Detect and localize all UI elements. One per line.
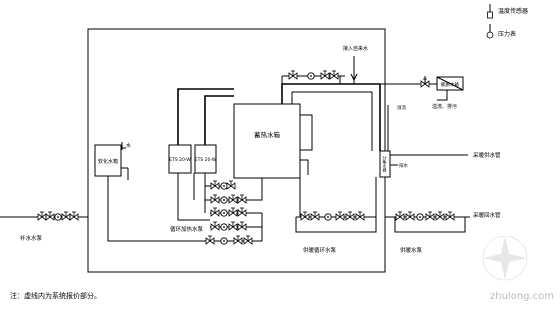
- main-tank-label: 蓄热水箱: [254, 130, 281, 139]
- main-tank: [233, 103, 301, 179]
- pump-row-3: [210, 207, 247, 217]
- return-in-label: 采暖回水管: [473, 211, 501, 219]
- legend: 温度传感器 压力表: [486, 4, 528, 39]
- water-inlet-label: 水: [126, 142, 131, 149]
- pipe-softener-out: [107, 176, 196, 242]
- heat-pump-1-label: ETS 20-W: [169, 157, 191, 163]
- pipe-hp1-bottom: [177, 173, 210, 221]
- temperature-sensor-icon: [487, 4, 493, 19]
- top-valve-group: [288, 70, 339, 80]
- sep-top-label: 溢流: [397, 104, 406, 111]
- pipe-pump-row-5: [196, 227, 263, 242]
- sep-right-label: 排水: [399, 162, 408, 169]
- heating-pump-2-label: 供暖水泵: [400, 246, 423, 254]
- pump-row-5: [205, 235, 253, 245]
- heating-pump-group: [300, 211, 365, 221]
- pump-row-4: [210, 221, 247, 231]
- heat-pump-2-label: ETS 20-W: [195, 157, 217, 163]
- pipe-supply-loop-inner: [291, 91, 373, 151]
- heating-pump-label: 供暖循环水泵: [303, 246, 337, 254]
- softener-label: 软化水箱: [98, 158, 118, 165]
- pipe-hp2-top: [204, 95, 234, 145]
- pipe-distributor-bottom: [384, 177, 395, 218]
- pump-row-1: [210, 180, 236, 190]
- pump-row-2: [210, 194, 247, 204]
- city-water-label: 接入自来水: [343, 45, 368, 52]
- circulation-pump-label: 循环加热水泵: [170, 225, 204, 233]
- expansion-tank-label: 膨胀水箱: [441, 81, 459, 88]
- hot-water-out-label: 采暖供水管: [473, 151, 501, 159]
- pressure-gauge-icon: [486, 24, 494, 39]
- feed-pump-label: 补水水泵: [20, 234, 43, 242]
- legend-pressure-label: 压力表: [498, 30, 516, 38]
- footnote: 注：虚线内为系统报价部分。: [10, 291, 101, 300]
- distributor-label: 分集水器: [383, 155, 388, 173]
- pipe-supply-loop: [281, 83, 381, 151]
- pipe-heating-loop: [296, 177, 377, 218]
- watermark-text: zhulong.com: [490, 291, 554, 302]
- watermark-logo: [482, 235, 528, 281]
- heating-pump-2-group: [395, 211, 455, 221]
- heat-pump-1: [168, 144, 192, 174]
- feed-pump-group: [37, 211, 79, 221]
- legend-temperature-label: 温度传感器: [498, 7, 528, 15]
- overflow-drain-label: 溢流、排污: [432, 103, 457, 110]
- pipe-hp1-top: [177, 88, 234, 145]
